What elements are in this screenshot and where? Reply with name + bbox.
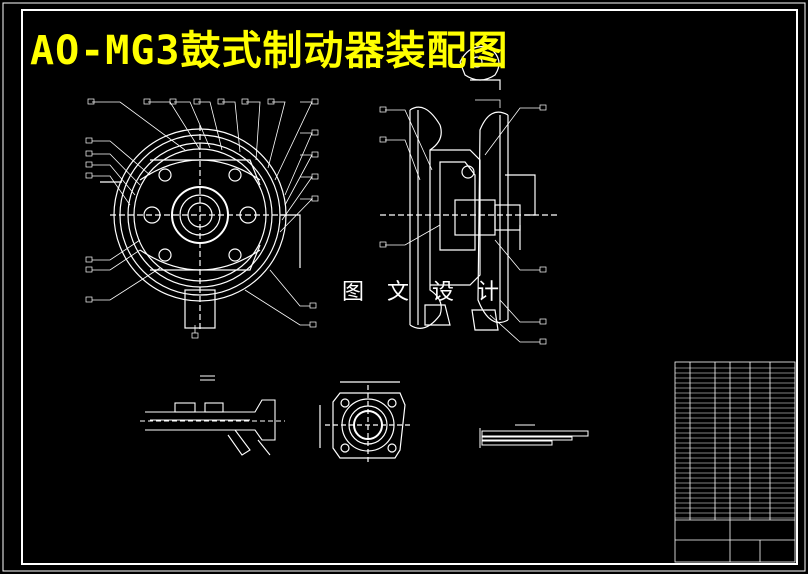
shoe-side-detail xyxy=(479,424,589,448)
parts-list-rows xyxy=(675,367,795,519)
brake-front-view xyxy=(100,125,301,330)
front-view-tags xyxy=(85,98,319,339)
drawing-title: AO-MG3鼓式制动器装配图 xyxy=(30,28,509,74)
section-view-leaders xyxy=(385,99,540,343)
section-view-tags xyxy=(379,104,547,345)
brake-section-view xyxy=(380,46,560,331)
front-view-leaders xyxy=(92,101,313,333)
watermark-text: 图 文 设 计 xyxy=(342,280,507,305)
hub-flange-view xyxy=(319,381,412,465)
parking-lever-detail xyxy=(140,375,285,456)
title-block xyxy=(674,361,796,563)
